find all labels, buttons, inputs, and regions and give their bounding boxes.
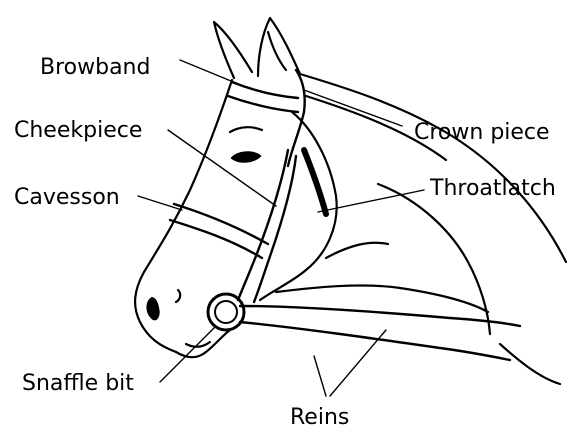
label-browband: Browband xyxy=(40,55,150,80)
snaffle-bit-leader xyxy=(160,326,216,382)
label-snaffle-bit: Snaffle bit xyxy=(22,371,134,396)
throatlatch-strap xyxy=(304,150,326,214)
browband-strap xyxy=(232,82,298,98)
reins-leader-right xyxy=(330,330,386,396)
neck-underside xyxy=(378,184,490,334)
right-ear xyxy=(258,18,300,76)
mane-line xyxy=(300,74,566,262)
neck-front xyxy=(326,243,388,258)
cavesson-strap-lower xyxy=(170,220,262,258)
label-throatlatch: Throatlatch xyxy=(429,176,556,201)
cavesson-leader xyxy=(138,196,182,210)
rein-upper xyxy=(240,306,520,326)
cheekpiece-leader xyxy=(168,130,276,206)
throatlatch-leader xyxy=(318,190,424,212)
label-cavesson: Cavesson xyxy=(14,185,120,210)
browband-leader xyxy=(180,60,248,88)
left-ear xyxy=(214,22,252,78)
browband-strap-lower xyxy=(228,96,298,112)
snaffle-bit-ring-inner xyxy=(215,301,237,323)
label-cheekpiece: Cheekpiece xyxy=(14,118,142,143)
muzzle xyxy=(176,330,230,357)
label-crown-piece: Crown piece xyxy=(414,120,550,145)
cheekpiece-strap-2 xyxy=(254,156,296,302)
label-reins: Reins xyxy=(290,405,349,430)
horse-head-illustration xyxy=(135,18,566,384)
reins-leader-left xyxy=(314,356,326,396)
eye xyxy=(232,152,260,161)
bridle xyxy=(170,70,520,360)
rein-lower xyxy=(240,322,510,360)
crown-piece-leader xyxy=(304,90,402,126)
mouth-line xyxy=(176,290,180,302)
brow-line xyxy=(230,127,262,132)
nostril xyxy=(148,298,159,319)
snaffle-bit-ring xyxy=(208,294,244,330)
shoulder-line xyxy=(500,344,560,384)
